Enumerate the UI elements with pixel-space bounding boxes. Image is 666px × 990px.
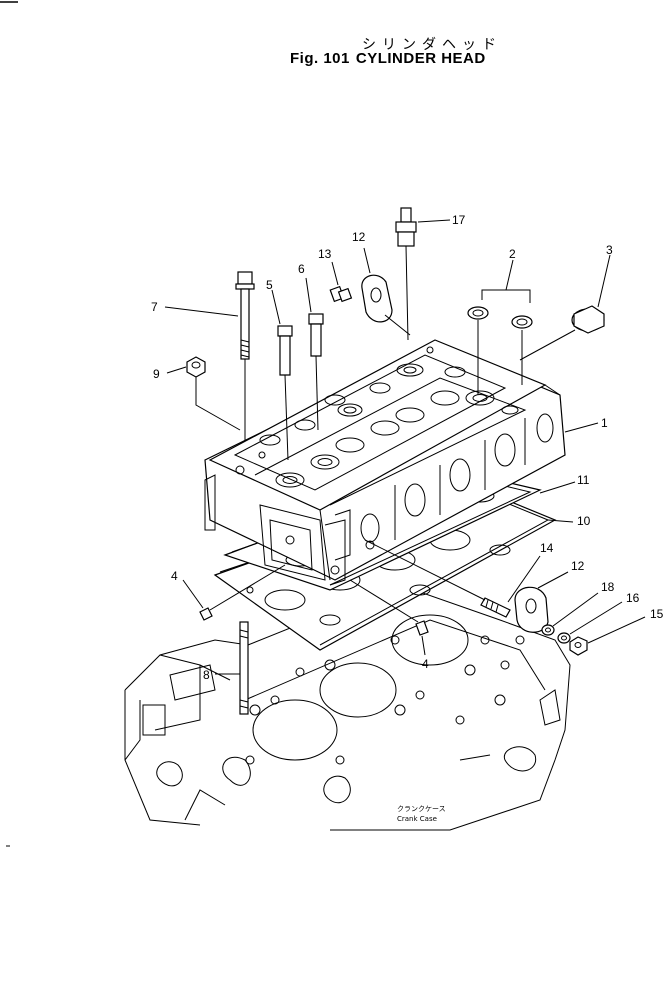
nozzle-holder-5 xyxy=(271,289,293,461)
callout-11: 11 xyxy=(577,473,590,487)
crank-case-label-jp: クランクケース xyxy=(397,805,446,813)
fitting-13 xyxy=(329,261,353,303)
stud-14 xyxy=(364,539,541,618)
figure-name: CYLINDER HEAD xyxy=(355,50,486,67)
callout-9: 9 xyxy=(153,367,160,381)
callout-15: 15 xyxy=(650,607,664,621)
callout-2: 2 xyxy=(509,247,516,261)
figure-title: Fig. 101 CYLINDER HEAD xyxy=(290,50,492,67)
callout-10: 10 xyxy=(577,514,591,528)
leader-1 xyxy=(564,422,599,433)
gasket-12-lower xyxy=(514,571,569,633)
callout-18: 18 xyxy=(601,580,615,594)
callout-3: 3 xyxy=(606,243,613,257)
figure-number: Fig. 101 xyxy=(290,50,350,67)
title-japanese: シリンダヘッド xyxy=(362,37,502,53)
gasket-12-upper xyxy=(361,247,411,336)
nozzle-holder-6 xyxy=(305,277,324,431)
callout-4-right: 4 xyxy=(422,657,429,671)
crank-case xyxy=(124,591,571,831)
head-bolt-7 xyxy=(164,271,255,440)
callout-17: 17 xyxy=(452,213,466,227)
callout-1: 1 xyxy=(601,416,608,430)
stud-8 xyxy=(215,621,249,715)
callout-5: 5 xyxy=(266,278,273,292)
oil-sender-17 xyxy=(395,207,451,341)
callout-16: 16 xyxy=(626,591,640,605)
callout-8: 8 xyxy=(203,668,210,682)
callout-14: 14 xyxy=(540,541,554,555)
nut-9 xyxy=(166,356,241,431)
plug-4-left xyxy=(182,564,286,621)
cylinder-head xyxy=(204,339,566,586)
callout-4-left: 4 xyxy=(171,569,178,583)
washer-18 xyxy=(541,592,599,636)
leader-10 xyxy=(547,519,574,523)
valve-seals-2 xyxy=(467,259,533,395)
plug-cap-3 xyxy=(519,254,611,361)
plug-4-right xyxy=(349,579,429,656)
callout-12-upper: 12 xyxy=(352,230,366,244)
leader-11 xyxy=(539,481,576,494)
crank-case-label-en: Crank Case xyxy=(397,815,437,823)
washer-16 xyxy=(557,601,623,644)
callout-12-lower: 12 xyxy=(571,559,585,573)
callout-13: 13 xyxy=(318,247,332,261)
callout-7: 7 xyxy=(151,300,158,314)
callout-6: 6 xyxy=(298,262,305,276)
nut-15 xyxy=(569,616,646,656)
